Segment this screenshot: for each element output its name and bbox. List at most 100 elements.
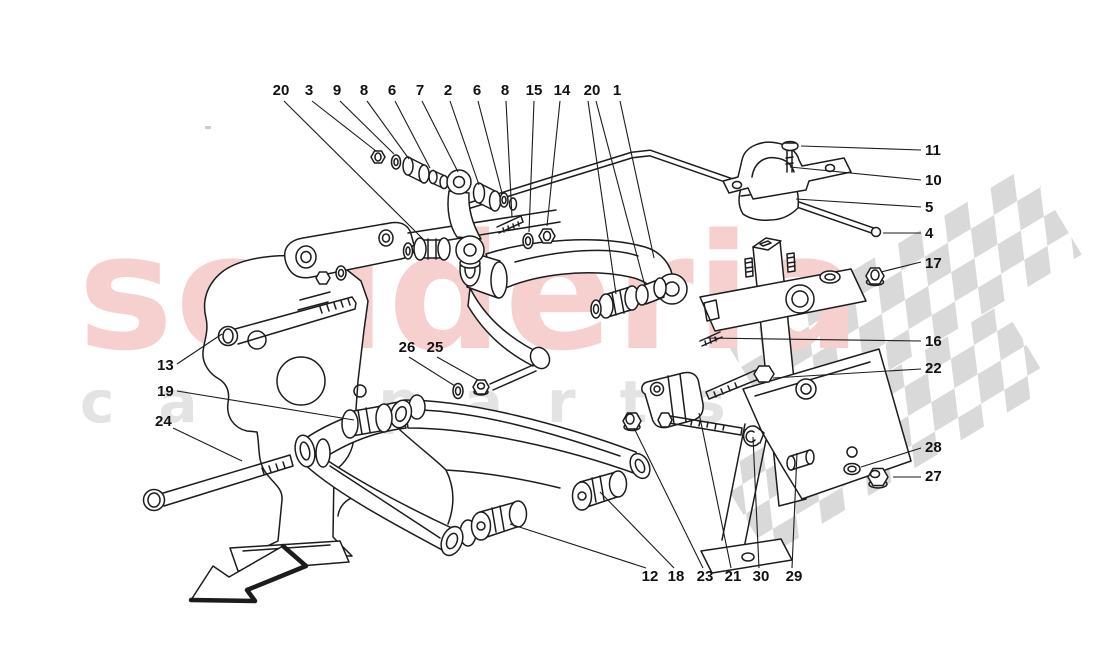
leader-line-17 <box>880 261 922 273</box>
leader-line-13 <box>176 333 223 365</box>
bracket-nut <box>315 271 331 285</box>
leader-line-20 <box>283 100 425 241</box>
bushing-12 <box>470 500 528 541</box>
front-eye <box>294 434 316 468</box>
leader-line-30 <box>752 436 760 569</box>
leader-line-6 <box>394 100 431 169</box>
leader-line-9 <box>339 100 395 155</box>
nut-23 <box>622 412 642 432</box>
nut-27 <box>867 467 889 489</box>
leader-line-29 <box>791 452 798 569</box>
callout-20-0: 20 <box>273 82 290 99</box>
callout-28-20: 28 <box>925 439 942 456</box>
washer-15 <box>522 232 534 250</box>
callout-14-10: 14 <box>554 82 571 99</box>
bolt-22 <box>705 365 775 400</box>
leader-line-19 <box>176 390 355 421</box>
clevis-yoke-18 <box>641 371 704 429</box>
pivot-bolt-24 <box>142 454 294 512</box>
callout-21-30: 21 <box>725 568 742 585</box>
stud-b <box>786 252 796 273</box>
clamp-bolt-11 <box>781 140 799 173</box>
leader-line-14 <box>546 100 561 227</box>
callout-16-18: 16 <box>925 333 942 350</box>
leader-line-12 <box>509 523 647 569</box>
upper-wishbone <box>452 239 688 400</box>
line-art <box>142 140 912 604</box>
callout-17-17: 17 <box>925 255 942 272</box>
callout-11-13: 11 <box>925 142 941 159</box>
stud-a <box>744 257 754 278</box>
callout-23-29: 23 <box>697 568 714 585</box>
washer-6b <box>499 192 509 208</box>
callout-12-27: 12 <box>642 568 659 585</box>
leader-line-1 <box>619 100 655 259</box>
washer-8b <box>508 197 518 211</box>
callout-8-8: 8 <box>501 82 509 99</box>
leader-line-5 <box>795 198 922 208</box>
leader-line-6 <box>477 100 503 194</box>
leader-line-24 <box>172 427 243 462</box>
callout-27-21: 27 <box>925 468 942 485</box>
lower-wishbone <box>142 394 651 557</box>
leader-line-22 <box>772 368 922 379</box>
bar-clamp-assembly <box>722 140 852 221</box>
stray-mark <box>205 126 211 129</box>
stud-15 <box>496 215 524 234</box>
bottom-eye <box>440 525 464 557</box>
callout-5-15: 5 <box>925 199 933 216</box>
leader-line-7 <box>421 100 459 173</box>
callout-30-31: 30 <box>753 568 770 585</box>
direction-arrow <box>188 543 309 604</box>
callout-15-9: 15 <box>526 82 543 99</box>
wishbone-bushing-pair <box>590 277 667 319</box>
stud-16 <box>699 331 723 347</box>
callout-25-26: 25 <box>427 339 444 356</box>
callout-13-22: 13 <box>157 357 174 374</box>
rear-eye <box>629 452 651 480</box>
callout-20-11: 20 <box>584 82 601 99</box>
callout-18-28: 18 <box>668 568 685 585</box>
bolt-21 <box>657 412 743 436</box>
leader-line-2 <box>449 100 480 186</box>
leader-line-16 <box>705 337 922 342</box>
callout-22-19: 22 <box>925 360 942 377</box>
leader-line-21 <box>698 412 732 569</box>
callout-1-12: 1 <box>613 82 621 99</box>
callout-19-23: 19 <box>157 383 174 400</box>
stabilizer-link-parts <box>370 150 556 269</box>
leader-line-3 <box>311 100 377 152</box>
leader-line-8 <box>366 100 410 160</box>
callout-29-32: 29 <box>786 568 803 585</box>
bushing-20 <box>402 237 451 261</box>
bushing-18 <box>571 470 628 511</box>
nut-17 <box>865 267 885 287</box>
leader-line-28 <box>860 447 922 468</box>
strut-lines <box>721 423 767 549</box>
leader-line-20 <box>595 100 646 287</box>
callout-9-2: 9 <box>333 82 341 99</box>
callout-7-5: 7 <box>416 82 424 99</box>
leader-line-25 <box>436 356 479 381</box>
washer-9 <box>390 154 402 170</box>
nut-3 <box>370 150 386 164</box>
lower-arm-nut-25 <box>472 379 490 396</box>
leader-line-10 <box>789 166 922 181</box>
washer-28 <box>843 462 861 476</box>
nut-14 <box>538 228 556 244</box>
leader-line-18 <box>599 491 675 569</box>
lower-arm-washer-26 <box>452 382 464 400</box>
callout-10-14: 10 <box>925 172 942 189</box>
bushing-19 <box>341 403 393 439</box>
foot-plate <box>700 538 793 574</box>
callout-6-4: 6 <box>388 82 396 99</box>
drop-link-7 <box>447 190 482 240</box>
leader-line-15 <box>528 100 535 233</box>
callout-3-1: 3 <box>305 82 313 99</box>
callout-8-3: 8 <box>360 82 368 99</box>
callout-26-25: 26 <box>399 339 416 356</box>
pivot-bolt-13 <box>217 296 357 347</box>
